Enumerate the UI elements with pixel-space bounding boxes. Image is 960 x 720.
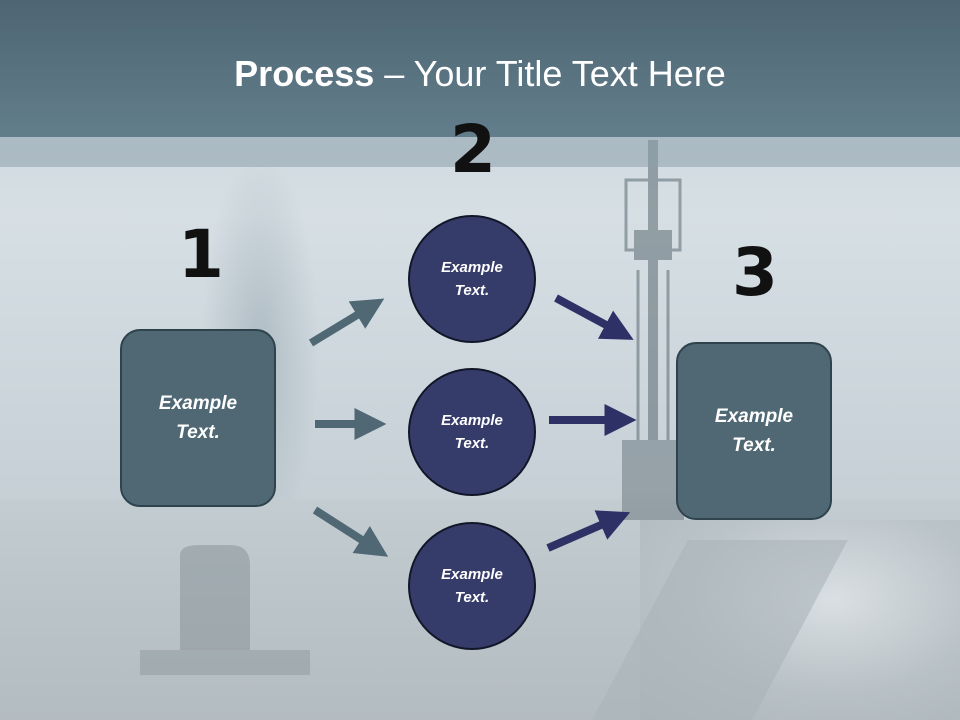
slide-title-bold: Process bbox=[234, 53, 375, 94]
step-number-3: 3 bbox=[732, 234, 778, 311]
title-strip bbox=[0, 137, 960, 167]
step-2-circle-bottom: Example Text. bbox=[408, 522, 536, 650]
step-number-1: 1 bbox=[178, 216, 224, 293]
slide-title: Process – Your Title Text Here bbox=[0, 52, 960, 96]
title-bar bbox=[0, 0, 960, 137]
slide-title-rest: – Your Title Text Here bbox=[374, 53, 726, 94]
arrow-down-right-1 bbox=[312, 506, 389, 557]
step-number-2: 2 bbox=[450, 111, 496, 188]
arrow-down-right-2 bbox=[554, 294, 634, 340]
lighthouse-tower-image bbox=[622, 140, 684, 520]
step-2-circle-middle: Example Text. bbox=[408, 368, 536, 496]
arrow-up-right-1 bbox=[308, 298, 385, 347]
step-2-circle-top: Example Text. bbox=[408, 215, 536, 343]
step-1-box: Example Text. bbox=[120, 329, 276, 507]
arrow-up-right-2 bbox=[546, 510, 631, 552]
bollard-image bbox=[140, 545, 310, 675]
step-3-box: Example Text. bbox=[676, 342, 832, 520]
